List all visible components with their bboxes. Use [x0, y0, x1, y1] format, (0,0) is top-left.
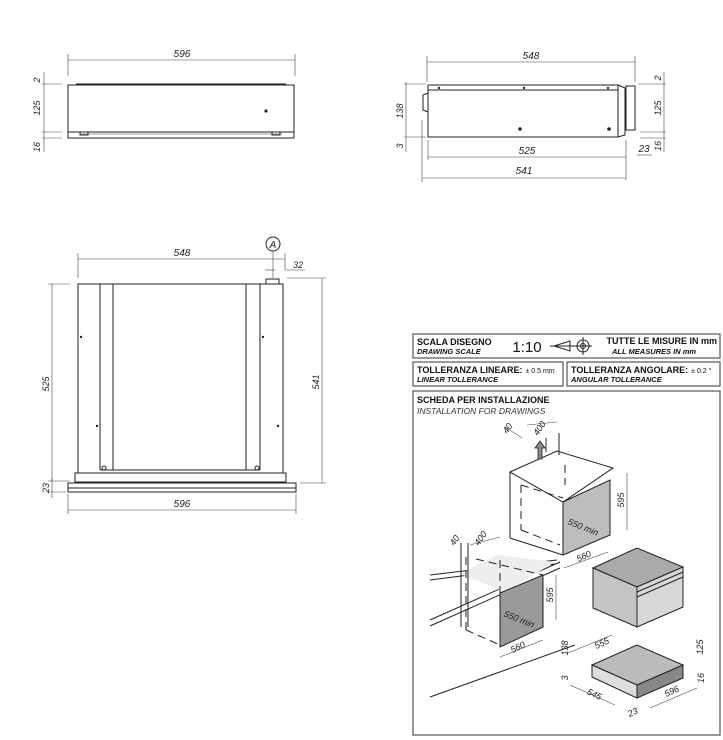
dim-front-top-gap: 2: [32, 77, 42, 83]
projection-symbol-icon: [550, 337, 592, 355]
dim-side-front-height: 16: [653, 141, 663, 151]
dim-upper-width: 560: [575, 549, 593, 564]
dim-drawer-front-depth: 23: [625, 706, 639, 720]
appliance-box: [591, 547, 685, 628]
dim-upper-gap: 40: [501, 421, 515, 435]
dim-top-depth-body: 525: [41, 376, 51, 392]
dim-lower-height: 595: [545, 587, 555, 603]
detail-label-a: A: [269, 240, 277, 251]
linear-tol-label-en: LINEAR TOLLERANCE: [417, 375, 499, 384]
dim-side-depth-body: 525: [519, 146, 536, 157]
front-view: 596 2 125 16: [32, 49, 296, 152]
angular-tol-label: TOLLERANZA ANGOLARE:: [571, 365, 688, 375]
dim-drawer-front: 16: [696, 673, 706, 683]
dim-front-bottom: 16: [32, 142, 42, 152]
scale-label-en: DRAWING SCALE: [417, 347, 482, 356]
units-label-en: ALL MEASURES IN mm: [611, 347, 696, 356]
scale-value: 1:10: [512, 339, 541, 356]
dim-top-depth-total: 541: [311, 374, 321, 389]
dim-top-offset: 32: [293, 260, 303, 270]
vent-arrow-icon: [534, 440, 546, 460]
linear-tol-label: TOLLERANZA LINEARE:: [417, 365, 523, 375]
dim-lower-vent: 400: [472, 529, 489, 547]
install-title: SCHEDA PER INSTALLAZIONE: [417, 395, 550, 405]
title-block: SCALA DISEGNO DRAWING SCALE 1:10 TUTTE L…: [412, 333, 721, 736]
dim-top-width-body: 548: [174, 248, 191, 259]
dim-lower-gap: 40: [448, 533, 462, 547]
dim-drawer-width-body: 555: [593, 635, 612, 651]
dim-front-width: 596: [174, 49, 191, 60]
dim-drawer-height-total: 138: [560, 640, 570, 655]
dim-upper-height: 595: [616, 492, 626, 508]
dim-side-front-depth: 23: [637, 144, 650, 155]
dim-front-height: 125: [32, 100, 42, 116]
dim-side-bottom-gap: 3: [395, 143, 405, 148]
angular-tol-label-en: ANGULAR TOLLERANCE: [570, 375, 663, 384]
top-view: 548 A 32 525 23 541 596: [41, 236, 326, 514]
dim-side-height-total: 138: [395, 103, 405, 118]
angular-tol-value: ± 0.2 °: [691, 367, 711, 375]
dim-drawer-height: 125: [695, 639, 705, 655]
installation-isometric: 40 400 595 550 min 560 40 400 595 550 mi…: [429, 419, 706, 720]
dim-side-depth-total: 541: [516, 166, 533, 177]
dim-drawer-depth: 545: [585, 687, 604, 703]
upper-cabinet: 40 400 595 550 min 560: [501, 419, 628, 569]
units-label: TUTTE LE MISURE IN mm: [606, 336, 717, 346]
scale-label: SCALA DISEGNO: [417, 337, 492, 347]
dim-top-front-depth: 23: [41, 483, 51, 494]
dim-top-width-front: 596: [174, 499, 191, 510]
dim-drawer-gap: 3: [560, 675, 570, 680]
dim-side-height: 125: [653, 100, 663, 116]
lower-cabinet: 40 400 595 550 min 560: [429, 529, 576, 698]
dim-upper-vent: 400: [531, 419, 548, 437]
side-view: 548 138 3 525 541 2 125 16 23: [395, 51, 666, 182]
screw-dot: [264, 109, 268, 113]
svg-text:TOLLERANZA LINEARE:± 0.5 mm: TOLLERANZA LINEARE:± 0.5 mm: [417, 365, 555, 375]
drawer-unit: 138 555 125 3 16 545 596 23: [560, 634, 706, 720]
dim-side-top-gap: 2: [653, 75, 663, 81]
linear-tol-value: ± 0.5 mm: [526, 368, 555, 375]
install-title-en: INSTALLATION FOR DRAWINGS: [417, 406, 546, 416]
svg-text:TOLLERANZA ANGOLARE:± 0.2 °: TOLLERANZA ANGOLARE:± 0.2 °: [571, 365, 712, 375]
dim-side-depth-top: 548: [523, 51, 540, 62]
